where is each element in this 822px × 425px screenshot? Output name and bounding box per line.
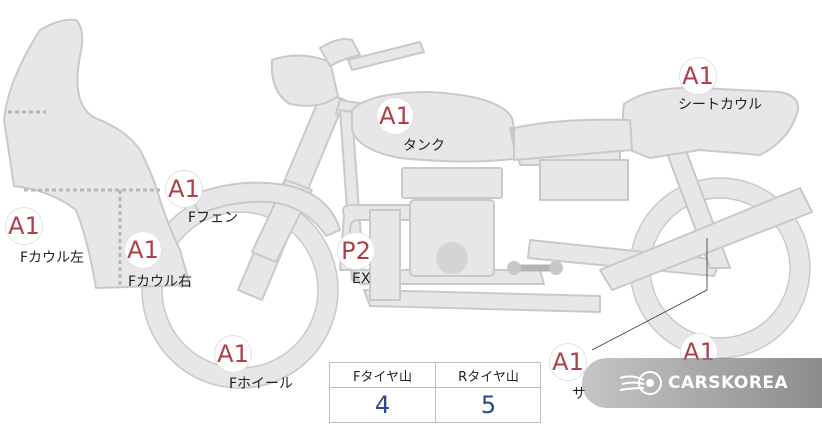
front-fender: [189, 181, 341, 237]
muffler: [599, 187, 813, 291]
engine-top: [401, 167, 503, 199]
damage-badge-f-cowl-right[interactable]: A1: [124, 231, 162, 269]
label-seat-cowl: シートカウル: [678, 97, 762, 113]
rear-tread-column: Rタイヤ山 5: [436, 363, 541, 422]
tire-tread-table: Fタイヤ山 4 Rタイヤ山 5: [329, 362, 541, 423]
label-f-cowl-left: Fカウル左: [20, 250, 85, 266]
damage-badge-seat-cowl[interactable]: A1: [679, 57, 717, 95]
damage-badge-f-wheel[interactable]: A1: [214, 335, 252, 373]
label-f-wheel: Fホイール: [229, 376, 294, 392]
label-exhaust: EX: [352, 271, 371, 287]
headlight: [270, 54, 339, 107]
damage-badge-f-cowl-left[interactable]: A1: [5, 207, 43, 245]
label-f-fender: Fフェン: [188, 210, 239, 226]
side-panel: [539, 159, 629, 201]
carskorea-watermark: CARSKOREA: [582, 358, 822, 408]
damage-badge-tank[interactable]: A1: [376, 97, 414, 135]
rear-tread-value: 5: [480, 391, 497, 419]
front-tread-column: Fタイヤ山 4: [330, 363, 435, 422]
damage-badge-exhaust[interactable]: P2: [337, 232, 375, 270]
rear-tread-header: Rタイヤ山: [436, 363, 541, 388]
table-divider: [435, 363, 436, 422]
label-f-cowl-right: Fカウル右: [128, 274, 193, 290]
damage-badge-side[interactable]: A1: [549, 343, 587, 381]
watermark-text: CARSKOREA: [668, 373, 789, 393]
engine-block: [409, 199, 495, 277]
damage-badge-f-fender[interactable]: A1: [165, 170, 203, 208]
label-tank: タンク: [403, 138, 445, 154]
front-tread-header: Fタイヤ山: [330, 363, 435, 388]
flame-swoosh-logo-icon: [619, 371, 662, 395]
front-tread-value: 4: [374, 391, 391, 419]
